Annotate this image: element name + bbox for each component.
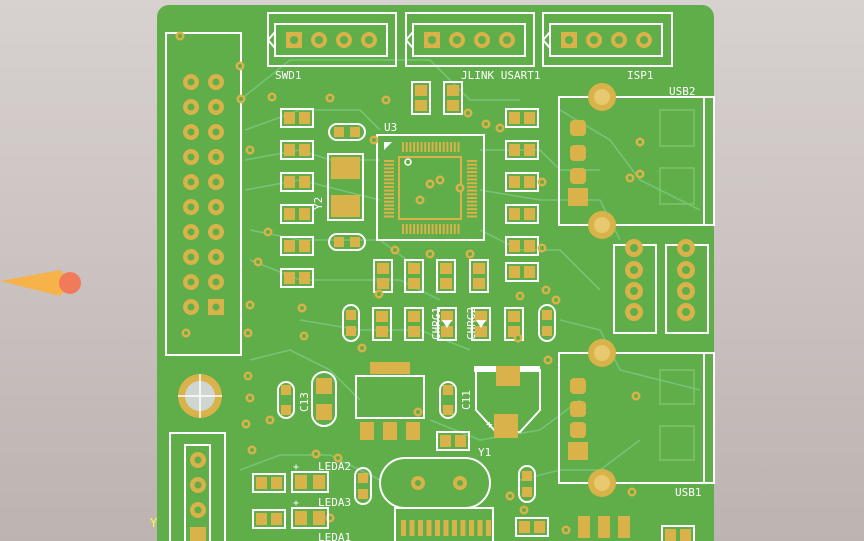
label-leda1: LEDA1 — [318, 531, 351, 541]
led-chrg2-marker — [476, 320, 486, 328]
header-4pin-b[interactable] — [665, 239, 709, 334]
passive-components[interactable] — [252, 81, 695, 541]
connector-swd1[interactable]: SWD1 — [266, 12, 397, 82]
label-u3: U3 — [384, 121, 397, 134]
bottom-ic[interactable] — [394, 507, 494, 541]
placement-cursor — [0, 270, 81, 296]
header-bottom-left[interactable] — [169, 432, 226, 541]
header-2x10[interactable] — [165, 32, 242, 356]
svg-text:+: + — [293, 462, 299, 473]
vias — [175, 31, 645, 535]
usb2-connector[interactable]: USB2 — [558, 83, 715, 239]
usb1-connector[interactable]: USB1 — [558, 339, 715, 499]
voltage-regulator[interactable] — [355, 362, 425, 440]
label-isp1: ISP1 — [627, 69, 654, 82]
label-jlink-usart1: JLINK USART1 — [461, 69, 540, 82]
connector-isp1[interactable]: ISP1 — [541, 12, 673, 82]
label-y2: Y2 — [312, 197, 325, 210]
crystal-y2[interactable]: Y2 — [312, 153, 364, 221]
axis-y-indicator: Y — [150, 516, 158, 530]
label-y1: Y1 — [478, 446, 491, 459]
capacitor-c13[interactable]: C13 — [277, 371, 337, 427]
label-usb1: USB1 — [675, 486, 702, 499]
svg-text:+: + — [486, 418, 493, 431]
capacitor-c11[interactable]: C11 — [439, 381, 473, 419]
label-leda3: LEDA3 — [318, 496, 351, 509]
led-leda2[interactable]: + LEDA2 — [291, 460, 351, 493]
header-4pin-a[interactable] — [613, 239, 657, 334]
mounting-hole — [178, 374, 222, 418]
connector-jlink-usart1[interactable]: JLINK USART1 — [404, 12, 540, 82]
electrolytic-capacitor[interactable]: + — [474, 366, 541, 438]
label-chrg1: CHRG1 — [430, 307, 443, 340]
label-leda2: LEDA2 — [318, 460, 351, 473]
label-chrg2: CHRG2 — [465, 307, 478, 340]
svg-text:+: + — [293, 498, 299, 509]
led-leda3[interactable]: + LEDA3 — [291, 496, 351, 529]
crystal-y1[interactable]: Y1 — [379, 446, 491, 509]
label-c13: C13 — [298, 392, 311, 412]
label-swd1: SWD1 — [275, 69, 302, 82]
label-usb2: USB2 — [669, 85, 696, 98]
label-c11: C11 — [460, 390, 473, 410]
led-chrg1-marker — [442, 320, 452, 328]
